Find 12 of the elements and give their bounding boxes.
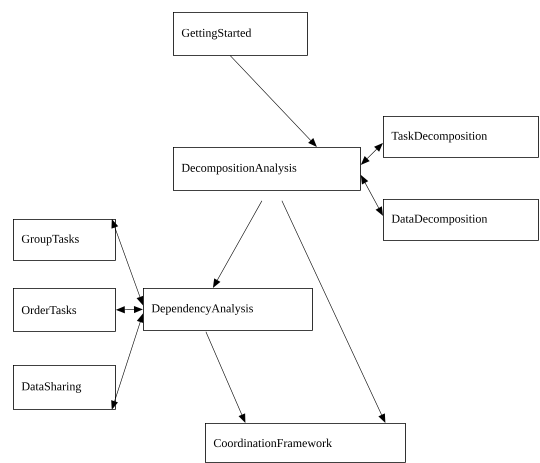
process-box: DependencyAnalysis [143,288,313,331]
process-box: TaskDecomposition [383,116,539,158]
process-box: GettingStarted [173,12,308,56]
process-box: DecompositionAnalysis [173,147,361,191]
process-box: DataDecomposition [383,199,539,241]
arrow [282,200,386,423]
process-box: DataSharing [13,365,116,410]
process-box: GroupTasks [13,219,116,261]
arrow [206,332,246,423]
arrow [230,56,317,147]
process-box: OrderTasks [13,288,116,332]
process-box: CoordinationFramework [205,423,406,463]
